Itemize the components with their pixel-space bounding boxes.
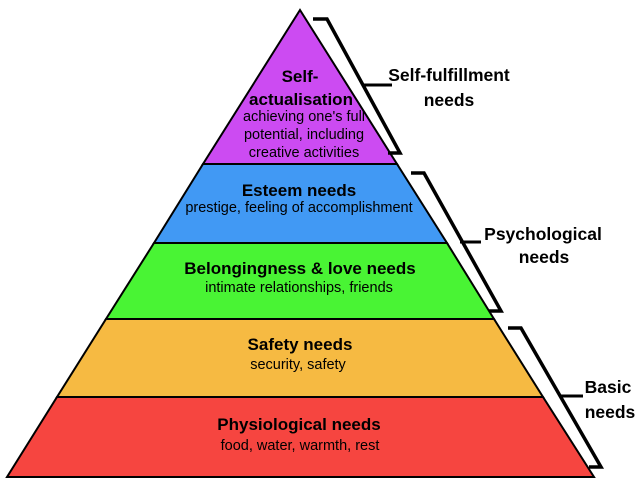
level-shape-physiological [5,396,596,478]
level-title-line: Safety needs [248,335,353,354]
group-label-line: needs [424,90,475,110]
group-label-psychological: Psychological needs [484,224,602,267]
pyramid-levels [5,8,596,478]
level-title-line: Esteem needs [242,181,356,200]
group-brackets [313,17,605,469]
level-text-esteem: Esteem needs prestige, feeling of accomp… [185,181,412,216]
group-label-line: Psychological [484,224,602,244]
group-label-line: Self-fulfillment [388,65,510,85]
group-label-self-fulfillment: Self-fulfillment needs [388,65,510,110]
group-label-line: Basic [585,377,632,397]
group-label-line: needs [519,247,570,267]
group-label-basic: Basic needs [585,377,636,422]
level-subtitle-line: intimate relationships, friends [205,280,393,296]
level-text-belongingness-love: Belongingness & love needs intimate rela… [184,259,415,296]
level-title-line: actualisation [249,90,353,109]
level-text-safety: Safety needs security, safety [248,335,353,373]
level-subtitle-line: creative activities [249,145,359,161]
level-text-physiological: Physiological needs food, water, warmth,… [217,415,380,454]
level-subtitle-line: food, water, warmth, rest [221,438,380,454]
level-subtitle-line: achieving one's full [243,109,365,125]
level-title-line: Self- [282,67,319,86]
group-label-line: needs [585,402,636,422]
level-title-line: Physiological needs [217,415,380,434]
level-subtitle-line: potential, including [244,127,364,143]
level-subtitle-line: prestige, feeling of accomplishment [185,200,412,216]
level-subtitle-line: security, safety [250,357,346,373]
level-title-line: Belongingness & love needs [184,259,415,278]
level-text-self-actualisation: Self- actualisation achieving one's full… [243,67,365,161]
